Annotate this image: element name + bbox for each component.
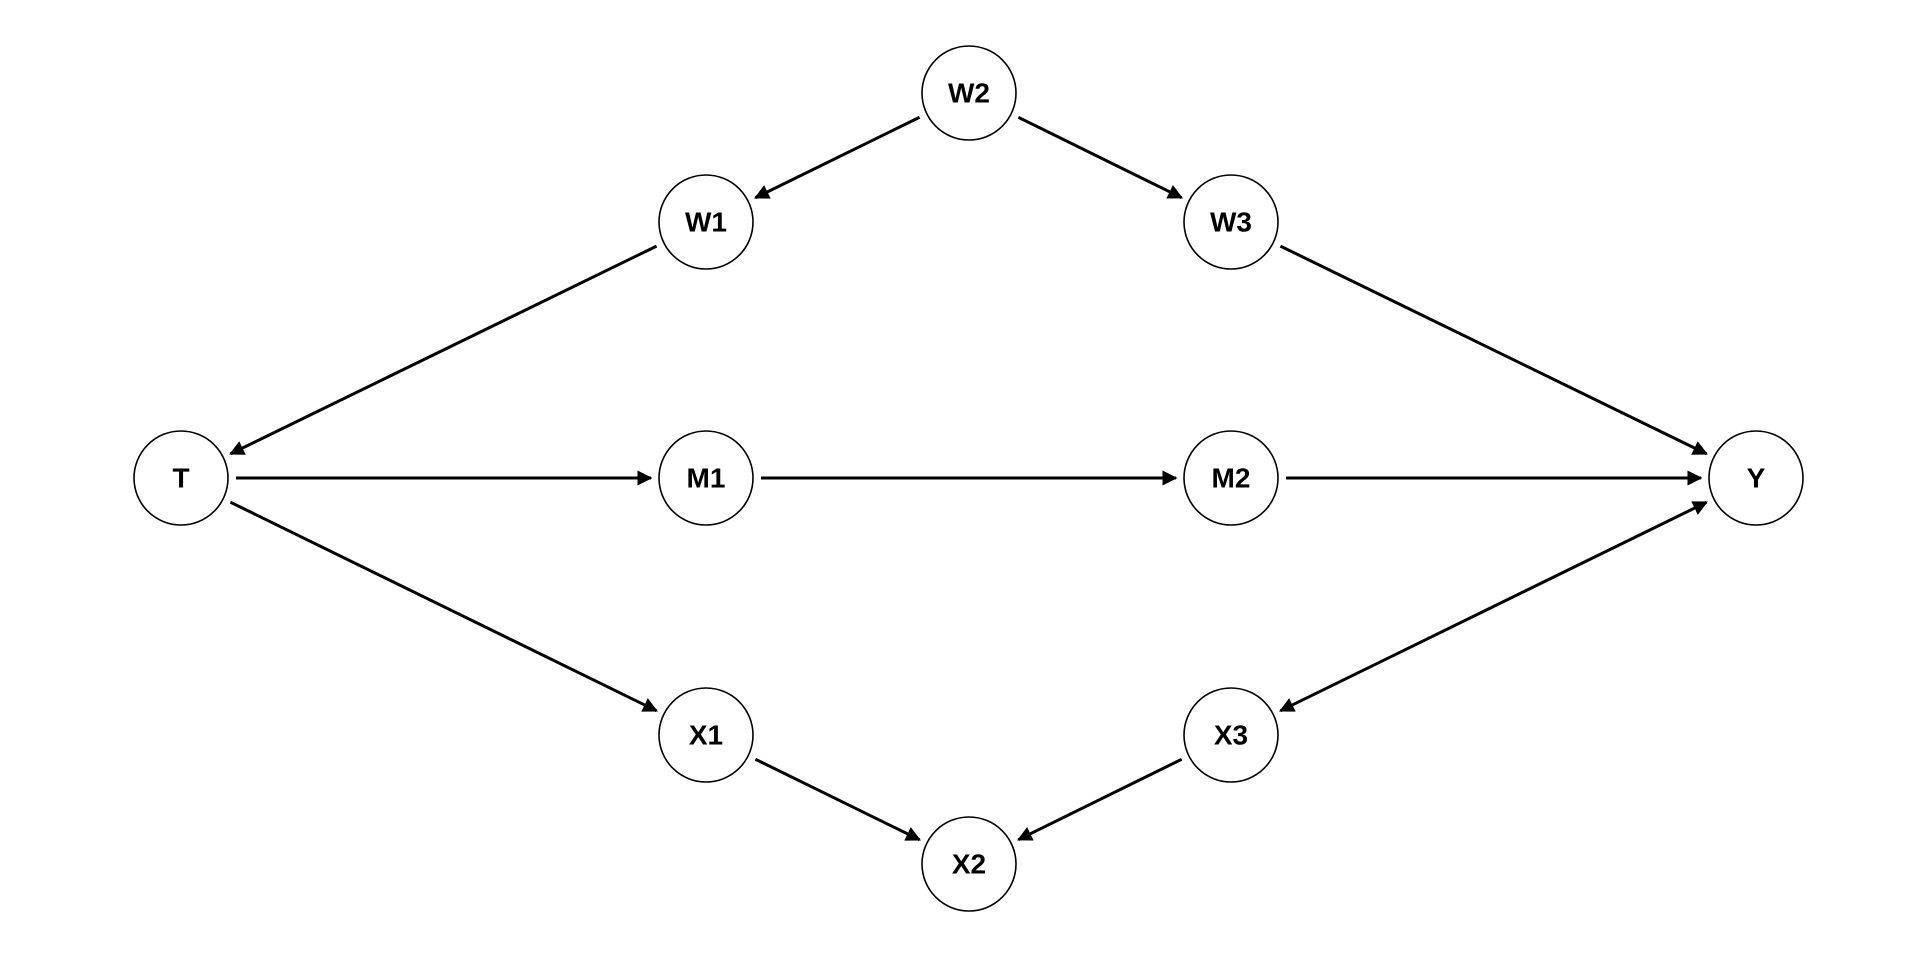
node-circle [658,174,754,270]
node-x2: X2 [921,816,1017,912]
node-x3: X3 [1183,687,1279,783]
node-circle [1708,430,1804,526]
node-m2: M2 [1183,430,1279,526]
node-circle [658,430,754,526]
node-label: Y [1747,463,1766,494]
node-label: M2 [1212,463,1251,494]
node-circle [921,45,1017,141]
node-label: W3 [1210,207,1252,238]
node-circle [1183,687,1279,783]
edge-w3-y [1279,244,1708,456]
node-x1: X1 [658,687,754,783]
node-label: W1 [685,207,727,238]
node-w1: W1 [658,174,754,270]
node-m1: M1 [658,430,754,526]
edge-y-x3 [1279,500,1708,713]
node-label: M1 [687,463,726,494]
node-t: T [133,430,229,526]
edge-w2-w1 [754,115,921,200]
node-circle [658,687,754,783]
edge-w2-w3 [1017,115,1184,200]
node-circle [1183,174,1279,270]
node-label: X2 [952,849,986,880]
node-circle [133,430,229,526]
edges-layer [229,115,1708,842]
edge-w1-t [229,244,658,456]
node-circle [1183,430,1279,526]
edge-t-x1 [229,500,658,713]
node-w3: W3 [1183,174,1279,270]
node-label: W2 [948,78,990,109]
edge-x3-x2 [1016,757,1183,842]
node-label: T [172,463,189,494]
node-label: X1 [689,720,723,751]
node-label: X3 [1214,720,1248,751]
node-y: Y [1708,430,1804,526]
node-circle [921,816,1017,912]
node-w2: W2 [921,45,1017,141]
edge-x1-x2 [754,757,921,842]
